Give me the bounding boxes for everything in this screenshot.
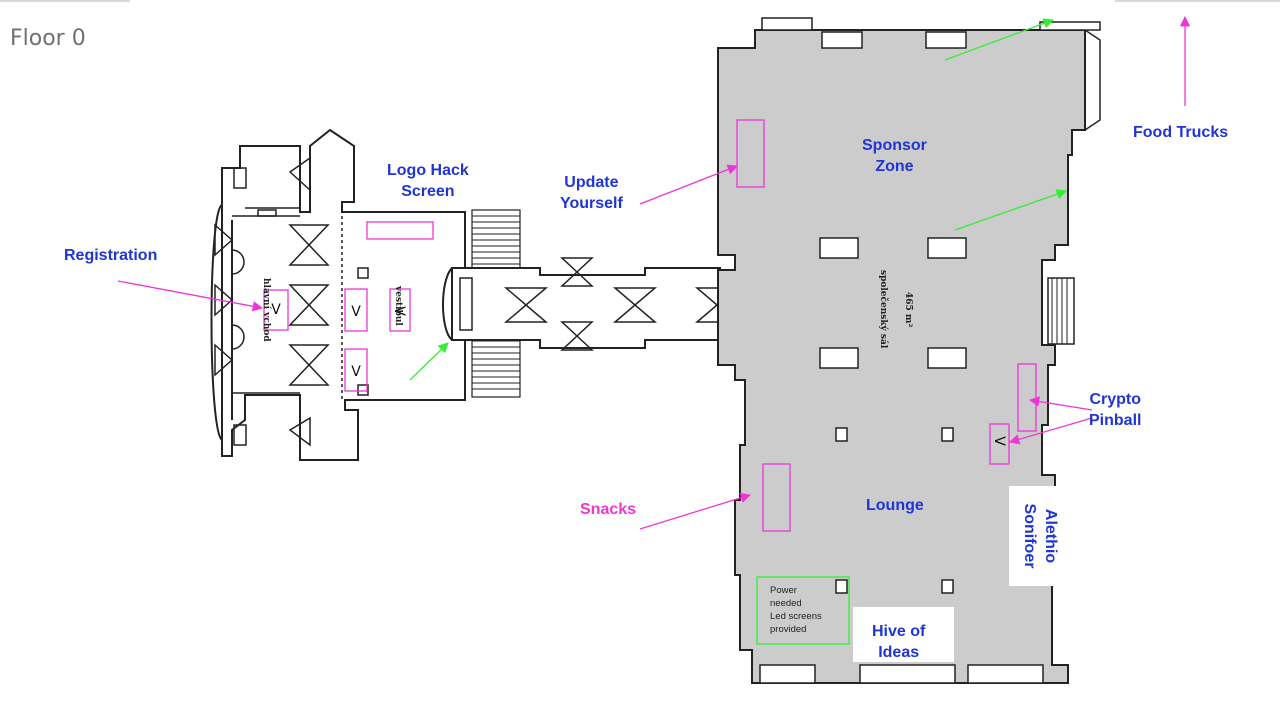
label-sponsor-zone: Sponsor Zone — [862, 137, 927, 175]
v-marker-pinball: V — [991, 436, 1007, 446]
west-stairs — [471, 209, 521, 398]
arrow-registration — [117, 280, 264, 312]
label-lounge: Lounge — [866, 497, 924, 514]
label-food-trucks: Food Trucks — [1133, 124, 1229, 141]
stair-treads-east — [1051, 278, 1068, 344]
alethio-label-bg — [1009, 486, 1071, 586]
power-note-box — [756, 576, 850, 645]
label-alethio-sonifoer: Alethio Sonifoer — [1021, 503, 1059, 569]
label-snacks: Snacks — [580, 501, 637, 518]
snacks-area — [762, 463, 791, 532]
top-divider-right — [1115, 0, 1280, 2]
foyer-stand-c — [344, 348, 368, 392]
power-note-text: Power needed Led screens provided — [770, 585, 822, 635]
foyer-name-text: vestibul — [393, 285, 403, 326]
top-divider-left — [0, 0, 130, 2]
arrow-to-logo-hack — [409, 342, 449, 381]
arrow-crypto-pinball-a — [1028, 396, 1093, 411]
update-yourself-area — [736, 119, 765, 188]
page-title: Floor 0 — [10, 26, 86, 51]
foyer-stand-b — [389, 288, 411, 332]
v-marker-foyer-a: V — [351, 304, 361, 320]
arrow-sponsor-north — [944, 18, 1054, 61]
arrow-snacks — [639, 492, 751, 530]
label-logo-hack-screen: Logo Hack Screen — [387, 162, 469, 200]
arrow-update-yourself — [639, 164, 738, 205]
pink-arrows — [117, 15, 1191, 530]
v-marker-registration: V — [271, 302, 281, 318]
west-wing-rounded-end — [210, 204, 223, 441]
arrow-crypto-pinball-b — [1009, 417, 1093, 445]
arrow-sponsor-east — [954, 189, 1067, 231]
v-marker-foyer-c: V — [351, 364, 361, 380]
lobby-name-text: hlavní vchod — [261, 278, 272, 342]
label-registration: Registration — [64, 247, 158, 264]
label-hive-of-ideas: Hive of Ideas — [872, 623, 926, 661]
hall-area-text: 465 m² — [903, 292, 913, 327]
hall-name-text: společenský sál — [878, 270, 889, 349]
label-crypto-pinball: Crypto Pinball — [1089, 391, 1142, 429]
main-hall-details — [759, 17, 1101, 684]
corridor — [442, 267, 721, 349]
v-marker-foyer-b: V — [391, 306, 407, 316]
crypto-pinball-area-b — [989, 423, 1010, 465]
west-wing-details — [214, 156, 369, 447]
registration-desk — [263, 289, 289, 331]
logo-hack-screen-area — [366, 221, 434, 240]
label-update-yourself: Update Yourself — [560, 174, 623, 212]
green-arrows — [409, 18, 1067, 381]
foyer-stand-a — [344, 288, 368, 332]
hive-label-bg — [853, 607, 954, 662]
